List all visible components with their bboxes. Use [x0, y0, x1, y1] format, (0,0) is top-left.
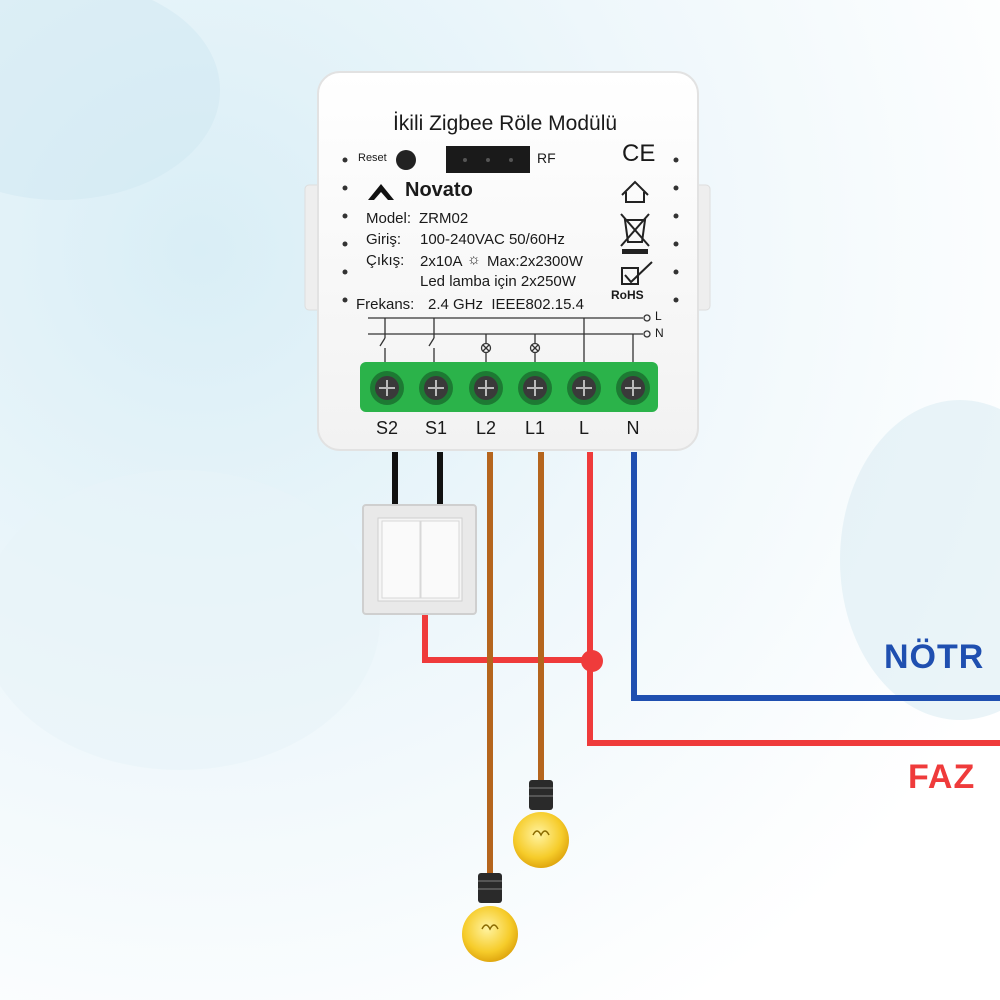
bus-label-n: N [655, 326, 664, 340]
background-cloud [0, 470, 380, 770]
frequency-value: 2.4 GHz IEEE802.15.4 [428, 296, 584, 313]
terminal-screw-s1 [419, 371, 453, 405]
terminal-label-s2: S2 [375, 418, 399, 438]
reset-label: Reset [358, 152, 387, 164]
output-value-a: 2x10A [420, 253, 463, 270]
light-bulb-l1 [513, 780, 569, 868]
switch-rocker-right [420, 520, 460, 599]
phase-wire [587, 452, 1000, 746]
background-cloud [840, 400, 1000, 720]
phase-to-switch-wire [422, 612, 590, 663]
brand-name: Novato [405, 179, 473, 201]
led-note: Led lamba için 2x250W [420, 273, 576, 290]
output-label: Çıkış: [366, 252, 405, 269]
bus-diagram [368, 314, 651, 362]
input-value: 100-240VAC 50/60Hz [420, 231, 565, 248]
rf-label: RF [537, 150, 556, 166]
terminal-block [360, 362, 658, 412]
terminal-screw-l [567, 371, 601, 405]
terminal-screw-l1 [518, 371, 552, 405]
weee-bin-icon [620, 213, 650, 254]
terminal-screw-l2 [469, 371, 503, 405]
reset-button [396, 150, 416, 170]
output-value-b: Max:2x2300W [487, 253, 583, 270]
novato-logo-icon [368, 184, 394, 200]
terminal-label-l1: L1 [524, 418, 546, 438]
module-title: İkili Zigbee Röle Modülü [392, 112, 618, 135]
neutral-label: NÖTR [884, 638, 985, 676]
phase-junction [581, 650, 603, 672]
model-value: ZRM02 [419, 210, 469, 227]
ce-mark: CE [622, 140, 656, 167]
background-cloud [0, 0, 220, 200]
neutral-wire [631, 452, 1000, 701]
terminal-screws [370, 371, 650, 405]
rohs-check-icon [621, 261, 653, 285]
terminal-label-l: L [578, 418, 589, 438]
input-label: Giriş: [366, 231, 401, 248]
sun-icon: ☼ [467, 251, 481, 268]
phase-label: FAZ [908, 758, 976, 796]
frequency-label: Frekans: [356, 296, 415, 313]
terminal-screw-n [616, 371, 650, 405]
terminal-label-l2: L2 [475, 418, 497, 438]
terminal-label-n: N [626, 418, 640, 438]
switch-rocker-left [381, 520, 421, 599]
terminal-label-s1: S1 [424, 418, 448, 438]
wires [392, 452, 1000, 880]
terminal-screw-s2 [370, 371, 404, 405]
home-icon [621, 180, 649, 203]
relay-module [304, 71, 711, 451]
rohs-mark: RoHS [611, 288, 644, 302]
model-label: Model: [366, 210, 412, 227]
wall-switch [362, 504, 477, 615]
light-bulb-l2 [462, 873, 518, 962]
bus-label-l: L [655, 309, 662, 323]
